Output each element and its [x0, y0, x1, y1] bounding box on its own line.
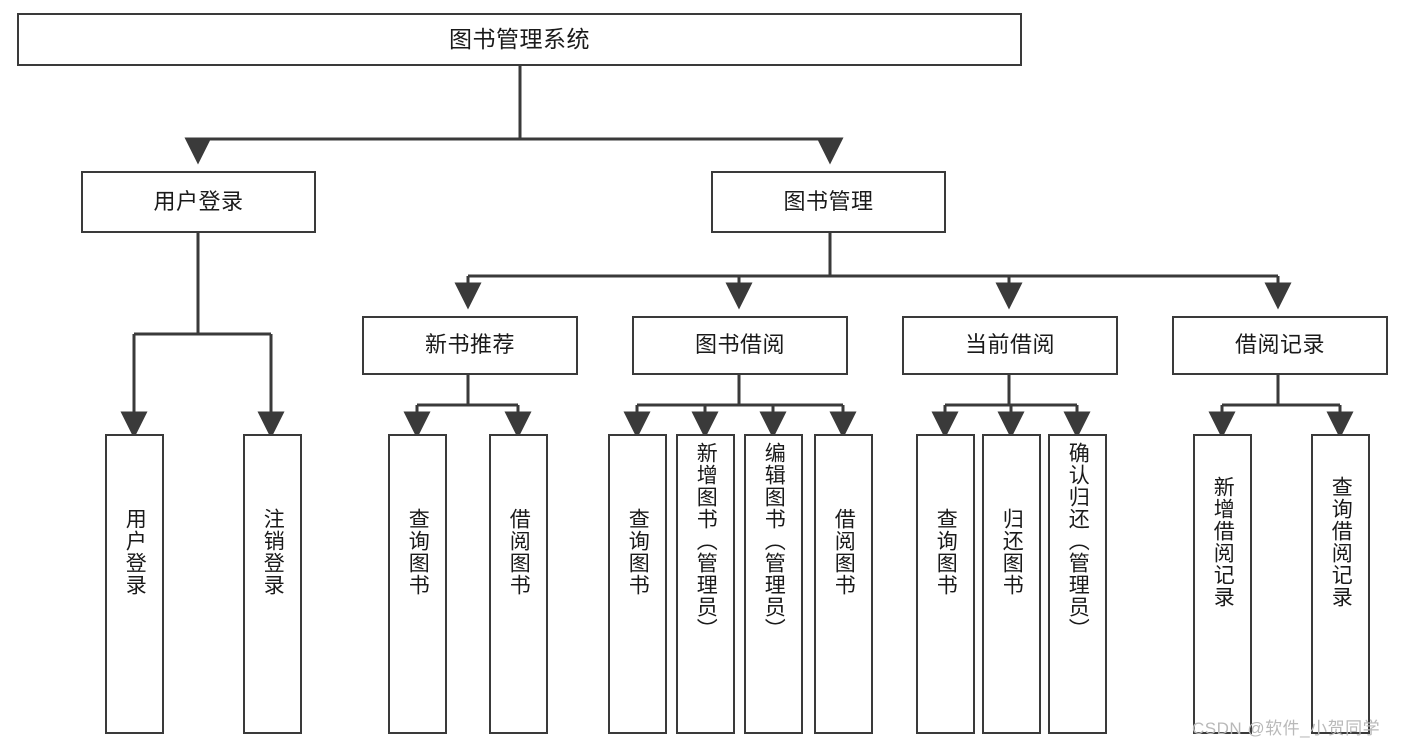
node-borrow-record-label: 借阅记录 [1234, 332, 1325, 358]
leaf-query-record[interactable]: 查询借阅记录 [1311, 434, 1370, 734]
leaf-add-record[interactable]: 新增借阅记录 [1193, 434, 1252, 734]
leaf-query-book-3[interactable]: 查询图书 [916, 434, 975, 734]
node-borrow-record[interactable]: 借阅记录 [1172, 316, 1388, 375]
leaf-query-book-1[interactable]: 查询图书 [388, 434, 447, 734]
leaf-edit-book[interactable]: 编辑图书（管理员） [744, 434, 803, 734]
node-new-book-recommend-label: 新书推荐 [424, 332, 515, 358]
leaf-query-book-2-label: 查询图书 [626, 508, 650, 596]
leaf-query-record-label: 查询借阅记录 [1329, 476, 1353, 608]
node-current-borrow[interactable]: 当前借阅 [902, 316, 1118, 375]
leaf-borrow-book-1-label: 借阅图书 [507, 508, 531, 596]
node-book-manage[interactable]: 图书管理 [711, 171, 946, 233]
leaf-logout-login-label: 注销登录 [261, 508, 285, 596]
node-current-borrow-label: 当前借阅 [964, 332, 1055, 358]
node-book-borrow-label: 图书借阅 [694, 332, 785, 358]
leaf-confirm-return-label: 确认归还（管理员） [1066, 442, 1090, 640]
leaf-query-book-2[interactable]: 查询图书 [608, 434, 667, 734]
leaf-edit-book-label: 编辑图书（管理员） [762, 442, 786, 640]
leaf-query-book-3-label: 查询图书 [934, 508, 958, 596]
node-book-manage-label: 图书管理 [783, 188, 874, 214]
watermark: CSDN @软件_小贺同学 [1192, 719, 1381, 738]
leaf-user-login[interactable]: 用户登录 [105, 434, 164, 734]
leaf-borrow-book-1[interactable]: 借阅图书 [489, 434, 548, 734]
node-user-login[interactable]: 用户登录 [81, 171, 316, 233]
leaf-logout-login[interactable]: 注销登录 [243, 434, 302, 734]
leaf-return-book[interactable]: 归还图书 [982, 434, 1041, 734]
node-book-borrow[interactable]: 图书借阅 [632, 316, 848, 375]
leaf-confirm-return[interactable]: 确认归还（管理员） [1048, 434, 1107, 734]
leaf-return-book-label: 归还图书 [1000, 508, 1024, 596]
node-root-label: 图书管理系统 [449, 25, 590, 52]
leaf-add-book-label: 新增图书（管理员） [694, 442, 718, 640]
node-new-book-recommend[interactable]: 新书推荐 [362, 316, 578, 375]
node-root[interactable]: 图书管理系统 [17, 13, 1022, 66]
node-user-login-label: 用户登录 [153, 188, 244, 214]
leaf-add-book[interactable]: 新增图书（管理员） [676, 434, 735, 734]
leaf-borrow-book-2[interactable]: 借阅图书 [814, 434, 873, 734]
leaf-add-record-label: 新增借阅记录 [1211, 476, 1235, 608]
leaf-user-login-label: 用户登录 [123, 508, 147, 596]
leaf-borrow-book-2-label: 借阅图书 [832, 508, 856, 596]
leaf-query-book-1-label: 查询图书 [406, 508, 430, 596]
